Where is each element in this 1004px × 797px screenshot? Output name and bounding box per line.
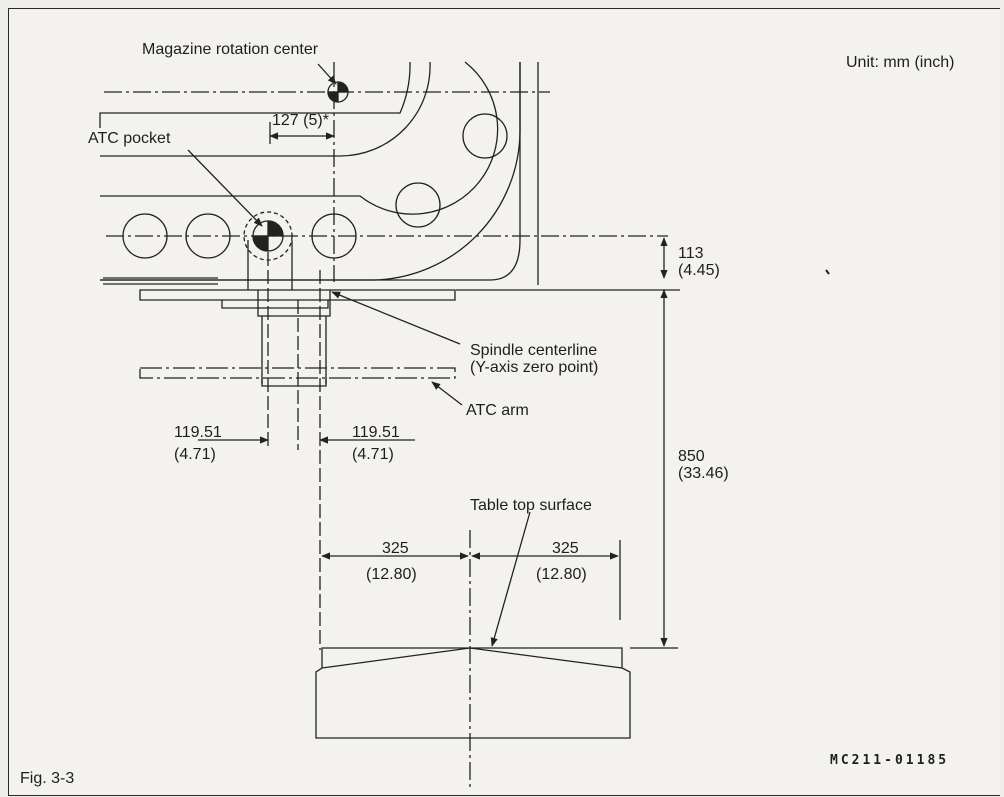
dim-325-left-label: 325	[382, 540, 409, 557]
dim-119-left-label: 119.51	[174, 424, 222, 441]
dim-119-right-inch-label: (4.71)	[352, 446, 394, 463]
magazine-center-symbol	[317, 63, 349, 103]
dim-127-label: 127 (5)*	[272, 112, 329, 129]
dim-325-right-inch-label: (12.80)	[536, 566, 587, 583]
figure-label: Fig. 3-3	[20, 770, 75, 787]
table-top-label: Table top surface	[470, 497, 592, 514]
magazine-outline	[99, 61, 539, 285]
atc-pocket-label: ATC pocket	[88, 130, 171, 147]
drawing-frame	[8, 8, 1000, 796]
stray-mark	[825, 269, 830, 275]
y-axis-zero-label: (Y-axis zero point)	[470, 359, 599, 376]
dim-119-right-label: 119.51	[352, 424, 400, 441]
dim-119-left-inch-label: (4.71)	[174, 446, 216, 463]
dim-113-inch-label: (4.45)	[678, 262, 720, 279]
dim-850-label: 850	[678, 448, 705, 465]
spindle-assembly	[139, 252, 456, 650]
unit-label: Unit: mm (inch)	[846, 54, 955, 71]
table-profile	[315, 647, 631, 739]
dim-325-right-label: 325	[552, 540, 579, 557]
dim-325-left-inch-label: (12.80)	[366, 566, 417, 583]
atc-arm-label: ATC arm	[466, 402, 529, 419]
spindle-centerline-label: Spindle centerline	[470, 342, 598, 359]
dim-850-inch-label: (33.46)	[678, 465, 729, 482]
dim-113-label: 113	[678, 245, 704, 262]
tool-pockets	[122, 113, 508, 290]
dimension-lines	[198, 122, 680, 649]
drawing-code-label: MC211-01185	[830, 753, 950, 768]
leader-lines	[187, 149, 531, 647]
magazine-center-label: Magazine rotation center	[142, 41, 319, 58]
